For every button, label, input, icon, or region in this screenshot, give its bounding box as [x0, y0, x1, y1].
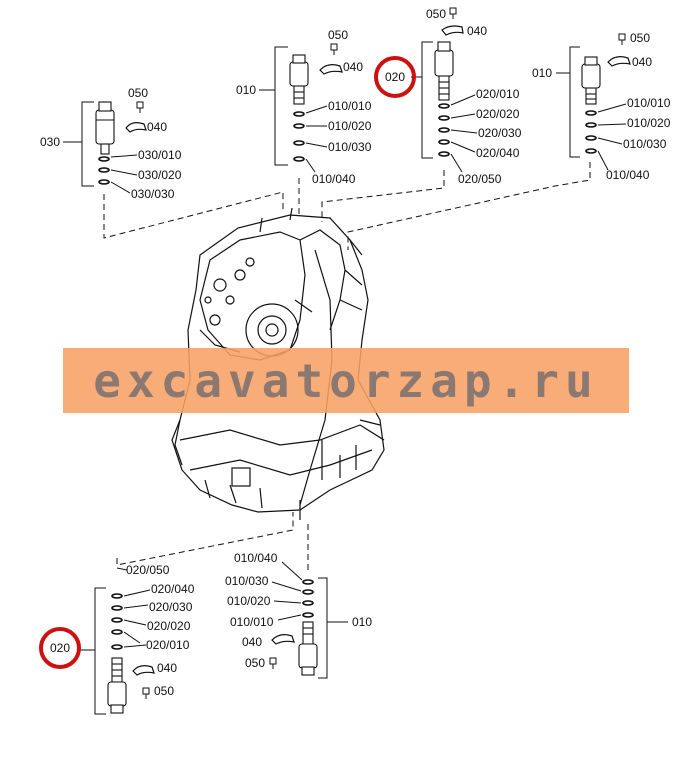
part-label: 050 — [328, 28, 348, 42]
part-label: 010/010 — [230, 615, 274, 629]
part-label: 010/020 — [328, 119, 372, 133]
part-label: 010/040 — [234, 551, 278, 565]
screw-icon — [449, 7, 457, 19]
clamp-icon — [271, 634, 295, 645]
part-label: 010/030 — [623, 137, 667, 151]
part-label: 050 — [426, 7, 446, 21]
o-ring-icon — [98, 156, 110, 185]
solenoid-valve-icon — [107, 657, 127, 714]
assembly-010-right: 050 040 010 010/010 010/020 010/030 010/… — [532, 31, 671, 182]
part-label: 020/040 — [476, 146, 520, 160]
screw-icon — [618, 33, 626, 45]
part-label: 040 — [242, 635, 262, 649]
o-ring-icon — [585, 110, 597, 154]
part-label: 040 — [343, 60, 363, 74]
solenoid-valve-icon — [298, 621, 318, 676]
part-label: 010/010 — [328, 99, 372, 113]
part-label: 030 — [40, 135, 60, 149]
watermark-banner: excavatorzap.ru — [63, 348, 629, 413]
part-label: 030/030 — [131, 187, 175, 201]
part-label: 010 — [236, 83, 256, 97]
clamp-icon — [125, 122, 147, 133]
clamp-icon — [132, 665, 155, 676]
part-label: 010/040 — [606, 168, 650, 182]
part-label: 030/010 — [138, 148, 182, 162]
o-ring-icon — [302, 579, 314, 618]
part-label: 010/030 — [225, 574, 269, 588]
part-label: 050 — [154, 684, 174, 698]
part-label: 050 — [245, 656, 265, 670]
transmission-housing — [171, 207, 385, 520]
clamp-icon — [319, 64, 343, 75]
part-label: 040 — [157, 661, 177, 675]
part-label: 020/040 — [151, 582, 195, 596]
assembly-020-bottom: 020/050 020/040 020/030 020/020 020/010 … — [39, 563, 195, 715]
highlight-circle — [39, 627, 81, 669]
part-label: 020/030 — [149, 600, 193, 614]
part-label: 020/030 — [478, 126, 522, 140]
part-label: 020/020 — [147, 619, 191, 633]
part-label: 010/040 — [312, 172, 356, 186]
assembly-020-top: 050 040 020 020/010 020/020 020/030 020/… — [374, 7, 522, 186]
part-label: 020 — [50, 641, 70, 655]
part-label: 010 — [532, 66, 552, 80]
o-ring-icon — [111, 593, 123, 650]
screw-icon — [269, 657, 277, 669]
solenoid-valve-icon — [289, 54, 309, 105]
part-label: 040 — [147, 120, 167, 134]
screw-icon — [136, 101, 144, 113]
part-label: 020/010 — [476, 87, 520, 101]
dashed-leaders — [103, 162, 591, 570]
part-label: 020 — [385, 70, 405, 84]
part-label: 010/020 — [227, 594, 271, 608]
part-label: 020/010 — [146, 638, 190, 652]
solenoid-valve-icon — [95, 101, 115, 155]
watermark-text: excavatorzap.ru — [93, 353, 599, 408]
part-label: 020/020 — [476, 107, 520, 121]
screw-icon — [330, 43, 338, 55]
solenoid-valve-icon — [434, 41, 454, 101]
clamp-icon — [441, 25, 464, 36]
part-label: 040 — [632, 55, 652, 69]
part-label: 040 — [467, 24, 487, 38]
part-label: 030/020 — [138, 168, 182, 182]
clamp-icon — [607, 56, 631, 67]
o-ring-icon — [293, 111, 305, 162]
solenoid-valve-icon — [581, 56, 601, 105]
part-label: 050 — [128, 86, 148, 100]
o-ring-icon — [438, 103, 450, 157]
screw-icon — [142, 687, 150, 699]
part-label: 050 — [630, 31, 650, 45]
part-label: 020/050 — [458, 172, 502, 186]
part-label: 020/050 — [126, 563, 170, 577]
part-label: 010/010 — [627, 96, 671, 110]
assembly-010-bottom: 010/040 010/030 010/020 010/010 040 050 … — [225, 551, 372, 679]
assembly-030: 050 040 030 030/010 030/020 030/030 — [40, 86, 182, 201]
highlight-circle — [374, 56, 416, 98]
part-label: 010/020 — [627, 116, 671, 130]
part-label: 010 — [352, 615, 372, 629]
assembly-010-top: 050 040 010 010/010 010/020 010/030 010/… — [236, 28, 372, 186]
part-label: 010/030 — [328, 140, 372, 154]
